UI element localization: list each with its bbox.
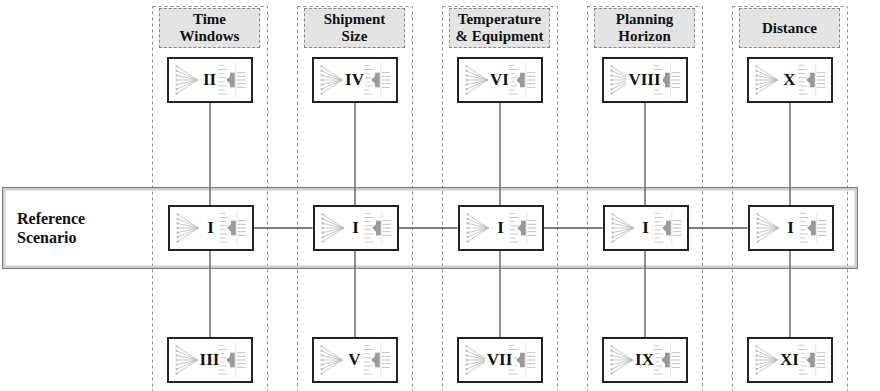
scenario-number: I bbox=[785, 219, 796, 237]
column-header: Distance bbox=[739, 8, 840, 48]
scenario-box: I bbox=[748, 205, 834, 251]
scenario-box: II bbox=[167, 57, 253, 103]
scenario-number: VI bbox=[488, 71, 511, 89]
header-text: Planning Horizon bbox=[599, 11, 690, 45]
header-text: Temperature & Equipment bbox=[454, 11, 545, 45]
column-header: Shipment Size bbox=[304, 8, 405, 48]
header-text: Time Windows bbox=[164, 11, 255, 45]
scenario-number: I bbox=[495, 219, 506, 237]
connector-line bbox=[789, 251, 790, 337]
column-outline bbox=[733, 7, 848, 391]
scenario-number: III bbox=[198, 351, 222, 369]
scenario-box: I bbox=[168, 205, 254, 251]
scenario-box: I bbox=[313, 205, 399, 251]
scenario-number: VIII bbox=[626, 71, 662, 89]
connector-line bbox=[209, 103, 210, 205]
band-label: Reference Scenario bbox=[17, 209, 125, 247]
connector-line bbox=[354, 251, 355, 337]
scenario-band: Reference Scenario I I I I I bbox=[2, 187, 858, 269]
scenario-number: I bbox=[350, 219, 361, 237]
scenario-box: VII bbox=[457, 337, 543, 383]
column-outline bbox=[153, 7, 268, 391]
connector-line bbox=[499, 103, 500, 205]
scenario-number: IX bbox=[633, 351, 656, 369]
connector-line bbox=[789, 103, 790, 205]
column-outline bbox=[443, 7, 558, 391]
connector-line bbox=[689, 227, 748, 228]
column-header: Planning Horizon bbox=[594, 8, 695, 48]
column-header: Time Windows bbox=[159, 8, 260, 48]
connector-line bbox=[254, 227, 313, 228]
connector-line bbox=[644, 251, 645, 337]
scenario-box: IV bbox=[312, 57, 398, 103]
scenario-box: I bbox=[458, 205, 544, 251]
header-text: Shipment Size bbox=[309, 11, 400, 45]
scenario-box: X bbox=[747, 57, 833, 103]
scenario-box: I bbox=[603, 205, 689, 251]
scenario-box: XI bbox=[747, 337, 833, 383]
scenario-box: V bbox=[312, 337, 398, 383]
scenario-number: I bbox=[640, 219, 651, 237]
connector-line bbox=[209, 251, 210, 337]
scenario-box: VIII bbox=[602, 57, 688, 103]
scenario-number: IV bbox=[343, 71, 366, 89]
connector-line bbox=[399, 227, 458, 228]
scenario-number: II bbox=[201, 71, 218, 89]
scenario-box: IX bbox=[602, 337, 688, 383]
scenario-number: VII bbox=[485, 351, 515, 369]
column-outline bbox=[298, 7, 413, 391]
scenario-number: X bbox=[781, 71, 797, 89]
scenario-box: VI bbox=[457, 57, 543, 103]
connector-line bbox=[354, 103, 355, 205]
connector-line bbox=[644, 103, 645, 205]
column-header: Temperature & Equipment bbox=[449, 8, 550, 48]
connector-line bbox=[499, 251, 500, 337]
connector-line bbox=[544, 227, 603, 228]
column-outline bbox=[588, 7, 703, 391]
band-shadow bbox=[4, 189, 856, 267]
scenario-number: XI bbox=[778, 351, 801, 369]
scenario-box: III bbox=[167, 337, 253, 383]
scenario-number: I bbox=[205, 219, 216, 237]
scenario-number: V bbox=[346, 351, 362, 369]
header-text: Distance bbox=[762, 20, 817, 37]
